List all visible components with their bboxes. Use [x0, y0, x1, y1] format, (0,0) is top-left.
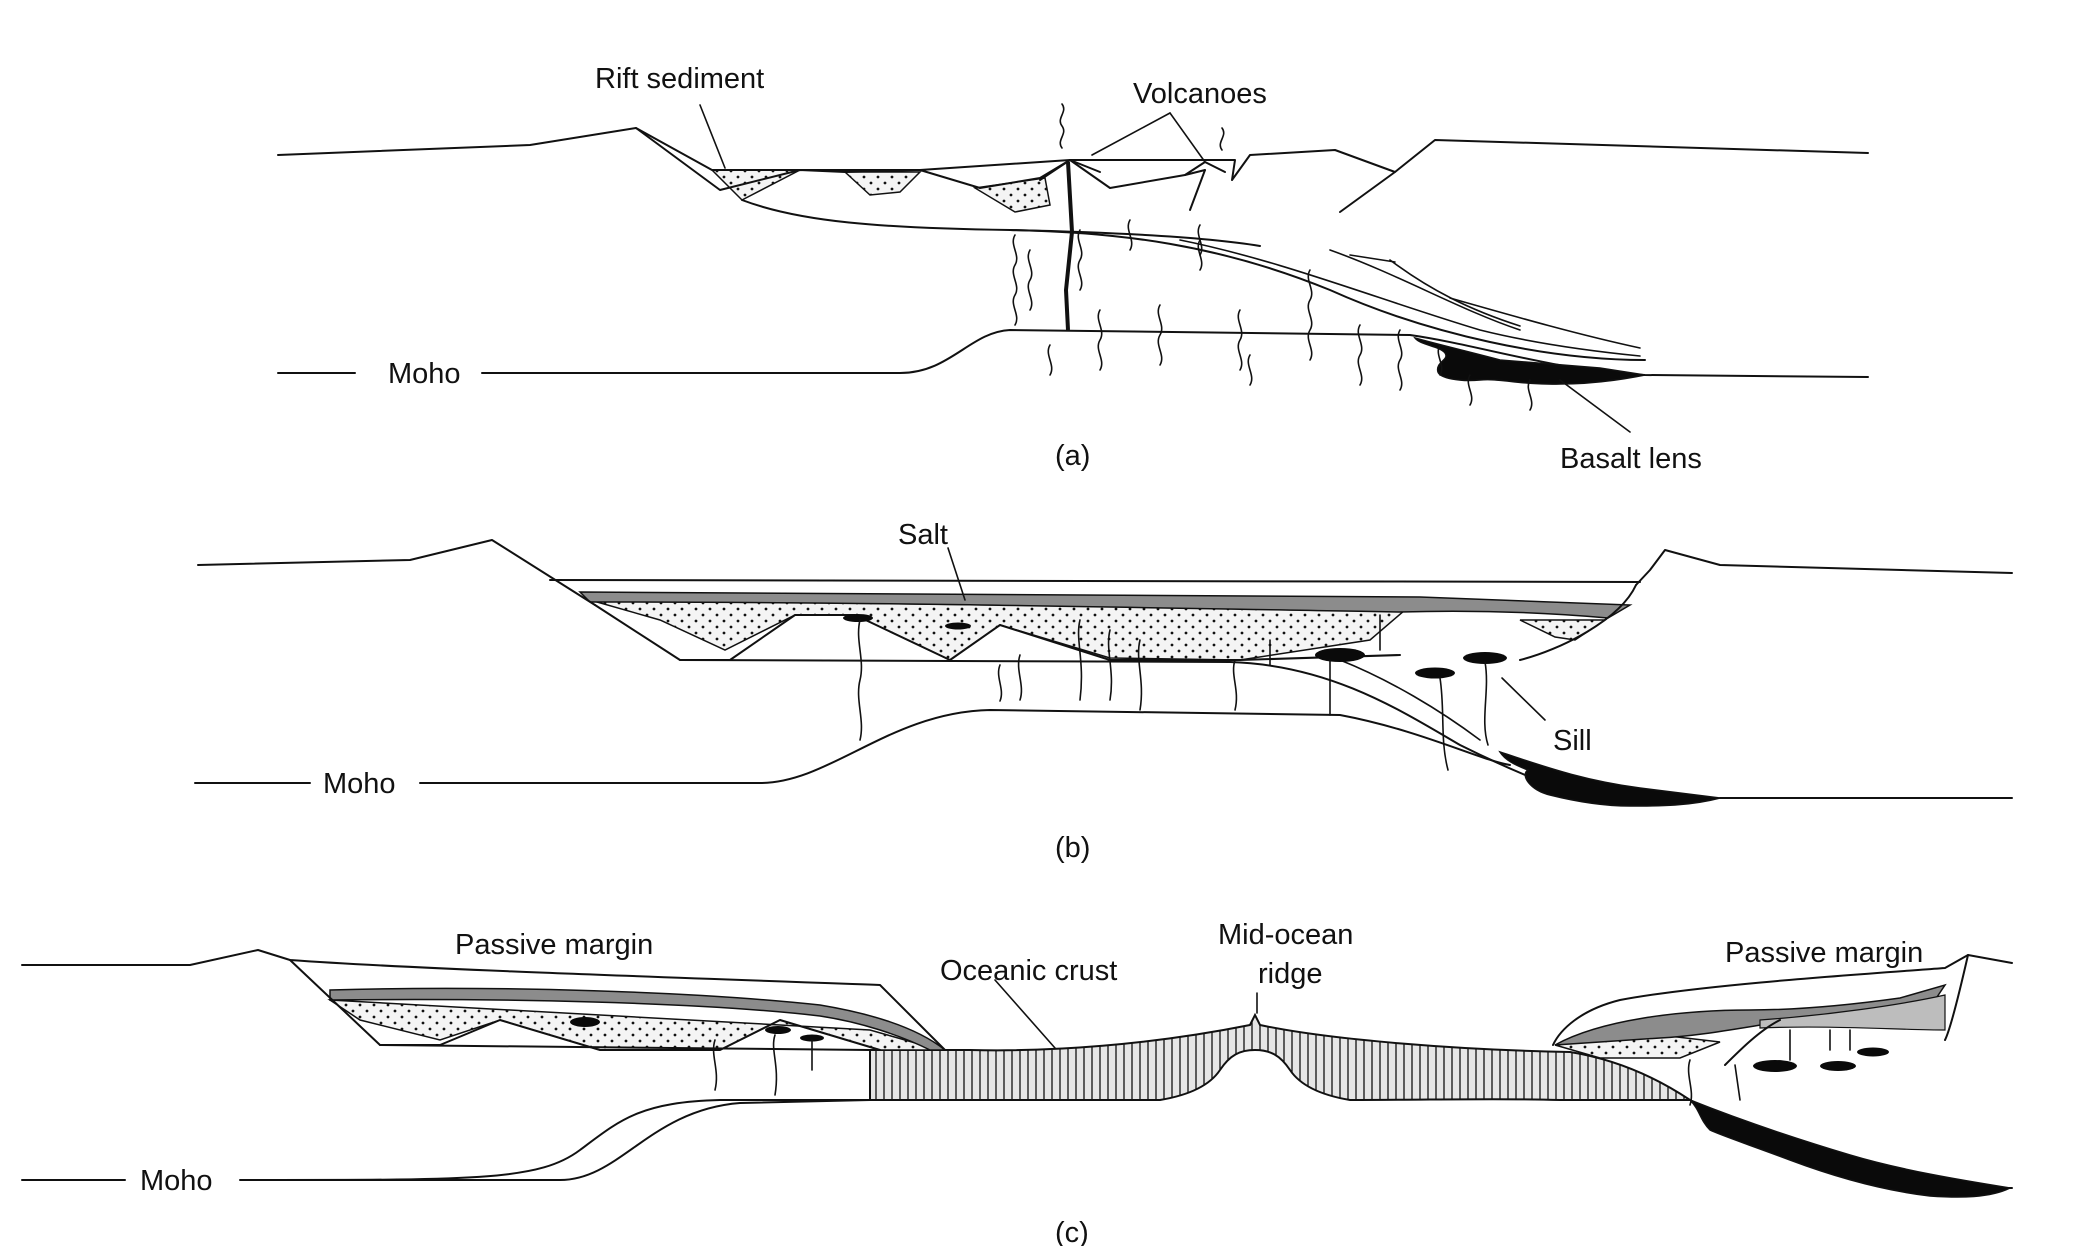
- panel-c: Passive margin Oceanic crust Mid-ocean r…: [21, 919, 2013, 1246]
- detachment-surface: [1179, 239, 1641, 357]
- label-moho: Moho: [388, 358, 461, 390]
- feeder-dyke: [1063, 161, 1075, 331]
- label-salt: Salt: [898, 519, 948, 551]
- volcano-base: [1069, 159, 1206, 189]
- panel-a: Rift sediment Volcanoes Moho Basalt lens…: [277, 63, 1869, 475]
- sill: [1857, 1047, 1889, 1057]
- label-basalt-lens: Basalt lens: [1560, 443, 1702, 475]
- surface-line: [277, 127, 1869, 181]
- salt-layer: [329, 987, 948, 1051]
- sill: [1820, 1061, 1856, 1071]
- caption-a: (a): [1055, 440, 1090, 472]
- basin-floor: [741, 199, 1261, 247]
- salt-layer: [1759, 994, 1946, 1031]
- label-sill: Sill: [1553, 725, 1592, 757]
- rift-sediment-fill: [327, 999, 941, 1051]
- rift-sediment-fill: [1519, 619, 1608, 641]
- panel-b: Salt Moho Sill (b): [194, 519, 2013, 864]
- salt-layer: [1554, 983, 1947, 1046]
- sill: [1315, 648, 1365, 662]
- leader-salt: [947, 547, 966, 601]
- sill: [1753, 1060, 1797, 1072]
- rift-sediment-fill: [710, 169, 801, 201]
- label-passive-margin-left: Passive margin: [455, 929, 653, 961]
- moho-line: [21, 1099, 871, 1181]
- sill: [800, 1034, 824, 1042]
- label-mid-ocean-ridge-1: Mid-ocean: [1218, 919, 1353, 951]
- lower-crust-base: [259, 1099, 871, 1181]
- basalt-underplate: [1689, 1099, 2013, 1198]
- label-moho: Moho: [323, 768, 396, 800]
- sill: [1415, 667, 1455, 679]
- surface-line: [1552, 954, 2013, 1046]
- volcano: [1039, 159, 1101, 181]
- label-moho: Moho: [140, 1165, 213, 1197]
- label-rift-sediment: Rift sediment: [595, 63, 764, 95]
- leader-sill: [1501, 677, 1546, 721]
- sill: [765, 1026, 791, 1034]
- sill: [570, 1017, 600, 1027]
- margin-slope: [1724, 1019, 1781, 1066]
- detachment-surface: [1329, 249, 1521, 331]
- leader-oceanic-crust: [994, 979, 1056, 1049]
- caption-b: (b): [1055, 832, 1090, 864]
- sill: [945, 622, 971, 630]
- sill: [843, 614, 873, 622]
- rift-sediment-fill: [843, 171, 922, 196]
- leader-volcanoes: [1091, 112, 1171, 156]
- melt-pathways: [857, 614, 1489, 771]
- melt-pathways: [712, 1029, 1851, 1106]
- fault-line: [1339, 171, 1396, 213]
- detachment-surface: [1389, 259, 1521, 327]
- fault-block: [635, 127, 1071, 191]
- label-mid-ocean-ridge-2: ridge: [1258, 958, 1323, 990]
- basalt-lens: [1413, 336, 1646, 385]
- surface-line: [21, 949, 946, 1051]
- label-volcanoes: Volcanoes: [1133, 78, 1267, 110]
- fault-line: [1189, 169, 1206, 211]
- detachment-surface: [1449, 297, 1641, 349]
- detachment-surface: [1349, 254, 1396, 263]
- sill: [1463, 652, 1507, 664]
- leader-basalt-lens: [1559, 379, 1631, 433]
- moho-line: [194, 709, 1511, 784]
- salt-layer: [578, 591, 1633, 619]
- surface-line: [197, 539, 2013, 606]
- caption-c: (c): [1055, 1217, 1089, 1246]
- label-passive-margin-right: Passive margin: [1725, 937, 1923, 969]
- volcanic-plume: [1059, 103, 1065, 149]
- moho-line: [277, 329, 1869, 378]
- leader-rift-sediment: [699, 104, 726, 169]
- water-surface: [549, 579, 1641, 583]
- fault-block: [379, 1044, 871, 1051]
- oceanic-crust: [869, 1012, 1694, 1102]
- leader-volcanoes: [1169, 112, 1206, 163]
- volcanic-plume: [1219, 127, 1225, 151]
- upper-crust-base: [679, 659, 1591, 801]
- fault-line: [1944, 954, 1969, 1041]
- detachment-surface: [1009, 229, 1646, 361]
- melt-pathways: [1012, 219, 1533, 411]
- basin-margin: [1519, 584, 1637, 661]
- label-oceanic-crust: Oceanic crust: [940, 955, 1117, 987]
- basalt-underplate: [1498, 750, 1721, 807]
- detachment-surface: [1339, 659, 1481, 741]
